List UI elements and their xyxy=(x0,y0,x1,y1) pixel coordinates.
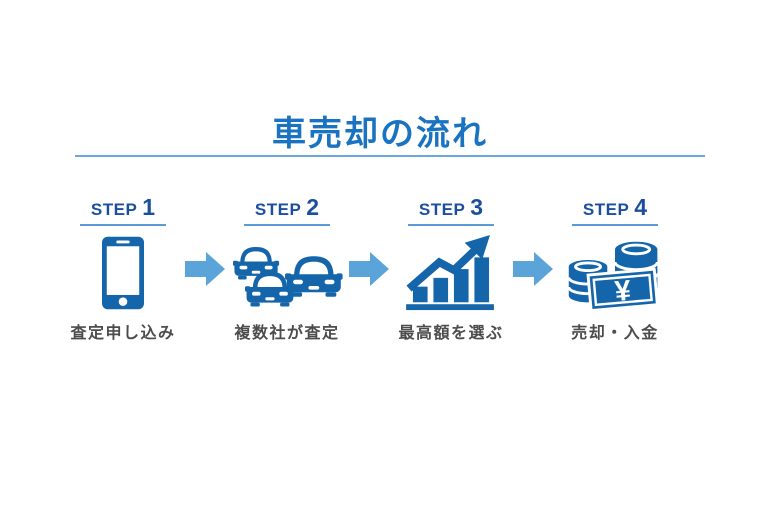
money-icon: ¥ xyxy=(567,241,659,312)
step-2-header: STEP 2 xyxy=(255,194,319,221)
step-4-caption: 売却・入金 xyxy=(571,325,659,342)
right-arrow-icon xyxy=(185,252,225,286)
step-1-header: STEP 1 xyxy=(91,194,155,221)
step-2-caption: 複数社が査定 xyxy=(234,325,340,342)
right-arrow-icon xyxy=(513,252,553,286)
step-1-underline xyxy=(80,224,166,226)
step-3-underline xyxy=(408,224,494,226)
step-3-label: STEP xyxy=(418,200,466,219)
step-3: STEP 3 最高額を選ぶ xyxy=(389,194,513,343)
title-divider xyxy=(75,155,705,157)
yen-symbol: ¥ xyxy=(613,274,632,307)
step-3-number: 3 xyxy=(470,194,484,220)
step-1-label: STEP xyxy=(90,200,138,219)
step-1-number: 1 xyxy=(142,194,156,220)
cars-icon xyxy=(233,247,343,307)
page-title: 車売却の流れ xyxy=(272,115,488,153)
rising-bar-chart-icon xyxy=(406,234,494,311)
step-4-underline xyxy=(572,224,658,226)
step-1: STEP 1 査定申し込み xyxy=(61,194,185,343)
banknote-icon: ¥ xyxy=(586,267,659,312)
smartphone-icon xyxy=(102,236,144,310)
steps-row: STEP 1 査定申し込み STEP 2 xyxy=(61,194,677,343)
step-3-header: STEP 3 xyxy=(419,194,483,221)
step-3-caption: 最高額を選ぶ xyxy=(398,325,504,342)
step-4: STEP 4 xyxy=(553,194,677,343)
step-2-number: 2 xyxy=(306,194,320,220)
step-2-label: STEP xyxy=(254,200,302,219)
step-1-caption: 査定申し込み xyxy=(70,325,176,342)
step-4-number: 4 xyxy=(634,194,648,220)
step-2-underline xyxy=(244,224,330,226)
right-arrow-icon xyxy=(349,252,389,286)
step-2: STEP 2 xyxy=(225,194,349,343)
step-4-label: STEP xyxy=(582,200,630,219)
step-4-header: STEP 4 xyxy=(583,194,647,221)
